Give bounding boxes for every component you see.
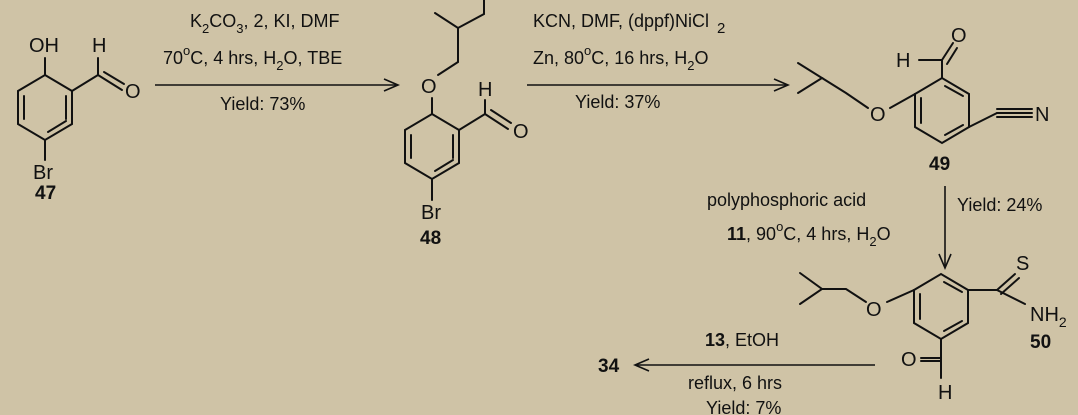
c49-carbonyl-o-label: O (951, 25, 967, 47)
c49-n-label: N (1035, 104, 1049, 126)
step4-line1: 13, EtOH (705, 330, 779, 350)
step3-line1: polyphosphoric acid (707, 190, 866, 210)
c50-nh2-label: NH2 (1030, 304, 1067, 330)
step2-line2: Zn, 80oC, 16 hrs, H2O (533, 43, 709, 73)
arrow-step-1 (155, 78, 401, 92)
step4-line2: reflux, 6 hrs (688, 373, 782, 393)
arrow-step-4 (632, 358, 875, 372)
step4-conditions: 13, EtOH reflux, 6 hrs Yield: 7% (688, 330, 782, 415)
compound-number-47: 47 (35, 183, 56, 204)
step1-line1: K2CO3, 2, KI, DMF (190, 11, 340, 36)
c48-o-label: O (513, 121, 529, 143)
c47-h-label: H (92, 35, 106, 57)
compound-number-50: 50 (1030, 332, 1051, 353)
c50-h-label: H (938, 382, 952, 404)
c48-h-label: H (478, 79, 492, 101)
c50-o-label: O (901, 349, 917, 371)
step3-yield: Yield: 24% (957, 195, 1042, 215)
step4-yield: Yield: 7% (706, 398, 781, 415)
c47-br-label: Br (33, 162, 53, 184)
step3-line2: 11, 90oC, 4 hrs, H2O (727, 219, 891, 249)
c47-oh-label: OH (29, 35, 59, 57)
step2-yield: Yield: 37% (575, 92, 660, 112)
compound-47: OH H O Br 47 (17, 35, 141, 204)
compound-number-48: 48 (420, 228, 441, 249)
c48-br-label: Br (421, 202, 441, 224)
c47-o-label: O (125, 81, 141, 103)
c49-ether-o-label: O (870, 104, 886, 126)
c48-ether-o-label: O (421, 76, 437, 98)
compound-number-49: 49 (929, 154, 950, 175)
c50-ether-o-label: O (866, 299, 882, 321)
compound-49: H O O N 49 (797, 25, 1049, 175)
c50-s-label: S (1016, 253, 1029, 275)
compound-number-34: 34 (598, 356, 620, 377)
arrow-step-3 (938, 186, 952, 271)
compound-50: O S NH2 O H 50 (799, 253, 1067, 404)
arrow-step-2 (527, 78, 791, 92)
step3-conditions: polyphosphoric acid 11, 90oC, 4 hrs, H2O… (707, 190, 1042, 249)
step1-line2: 70oC, 4 hrs, H2O, TBE (163, 43, 342, 73)
step1-conditions: K2CO3, 2, KI, DMF 70oC, 4 hrs, H2O, TBE … (163, 11, 342, 114)
compound-48: O H O Br 48 (404, 0, 529, 249)
c49-h-label: H (896, 50, 910, 72)
step1-yield: Yield: 73% (220, 94, 305, 114)
